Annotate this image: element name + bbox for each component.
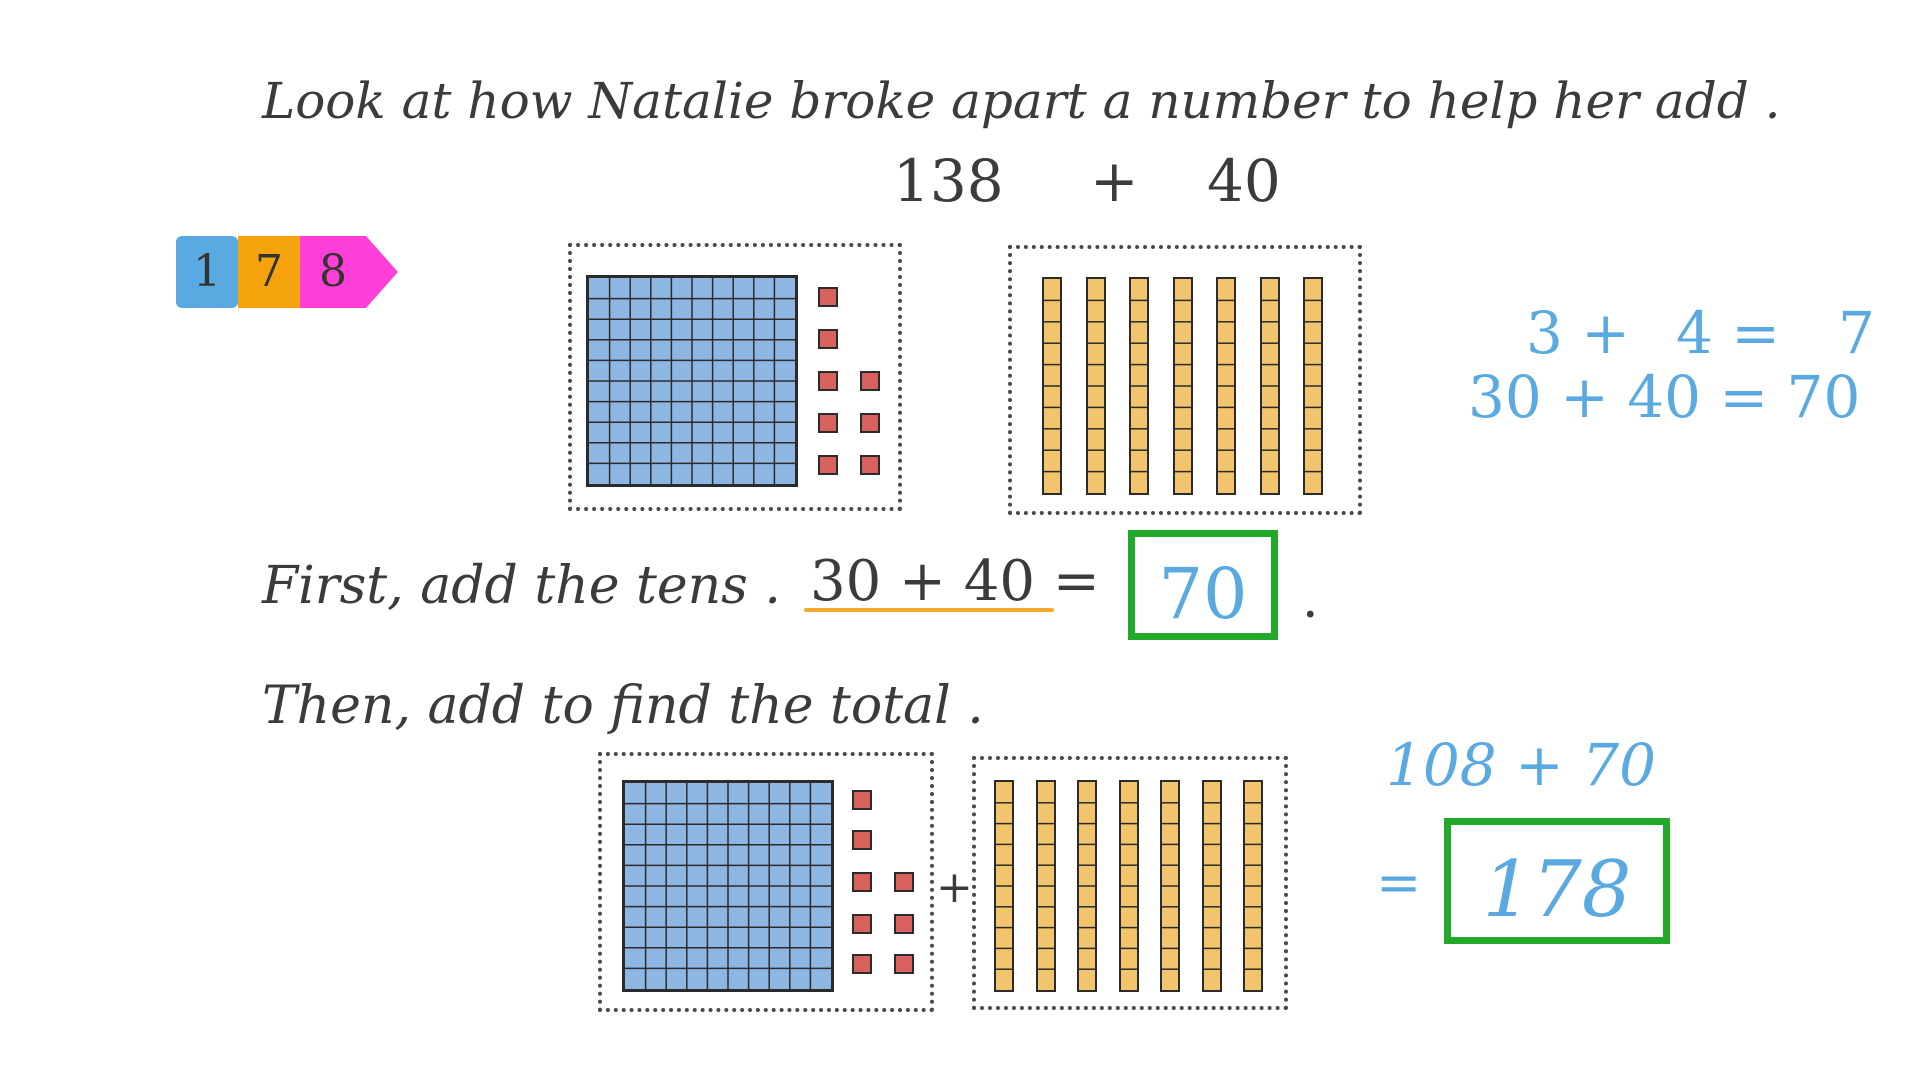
ones-sum: 7: [1838, 299, 1875, 367]
instruction-text: Look at how Natalie broke apart a number…: [262, 72, 1781, 130]
unit-cube: [852, 790, 872, 810]
tag-arrow-shape: [176, 236, 398, 308]
place-value-tag: 1 7 8: [176, 236, 398, 308]
problem-second-number: 40: [1207, 147, 1281, 215]
hundred-flat-grid: [589, 278, 795, 484]
unit-cube: [894, 872, 914, 892]
step1-answer-box: 70: [1128, 530, 1278, 640]
unit-cube: [818, 287, 838, 307]
step1-text: First, add the tens .: [262, 556, 781, 616]
ten-rod: [1160, 780, 1180, 992]
unit-cube: [894, 914, 914, 934]
unit-cube: [852, 872, 872, 892]
ten-rod: [1172, 277, 1193, 495]
blocks-group-108: [598, 752, 934, 1012]
blocks-group-70: [972, 756, 1288, 1010]
plus-sign: +: [936, 862, 973, 913]
final-answer-box: 178: [1444, 818, 1670, 944]
step1-answer: 70: [1158, 553, 1248, 635]
unit-cube: [860, 413, 880, 433]
final-expression: 108 + 70: [1386, 731, 1656, 799]
unit-cube: [818, 413, 838, 433]
step2-text: Then, add to find the total .: [262, 676, 984, 736]
unit-cube: [818, 329, 838, 349]
tag-hundreds-digit: 1: [193, 246, 221, 297]
tens-equation: 30 + 40 = 70: [1468, 363, 1861, 431]
ten-rod: [1042, 277, 1062, 495]
ten-rod: [994, 780, 1014, 992]
tag-ones-digit: 8: [319, 246, 347, 297]
tag-tens-digit: 7: [255, 246, 283, 297]
ten-rod: [1129, 277, 1149, 495]
problem-operator: +: [1090, 147, 1139, 215]
ten-rods-row: [976, 760, 1284, 1006]
ten-rod: [1077, 780, 1097, 992]
ten-rod: [1216, 277, 1236, 495]
unit-cube: [818, 371, 838, 391]
ones-addend-4: 4 =: [1676, 299, 1780, 367]
ten-rod: [1243, 780, 1263, 992]
expression-underline: [804, 608, 1054, 612]
unit-cube: [818, 455, 838, 475]
blocks-group-138: [568, 243, 902, 511]
hundred-flat: [586, 275, 798, 487]
hundred-flat: [622, 780, 834, 992]
ten-rod: [1259, 277, 1280, 495]
ten-rods-row: [1012, 249, 1358, 511]
ten-rod: [1201, 780, 1222, 992]
step1-period: .: [1302, 570, 1319, 630]
final-answer: 178: [1482, 845, 1632, 935]
unit-cube: [894, 954, 914, 974]
ten-rod: [1118, 780, 1139, 992]
ones-addend-3: 3 +: [1526, 299, 1630, 367]
ten-rod: [1303, 277, 1323, 495]
unit-cube: [860, 371, 880, 391]
unit-cube: [852, 914, 872, 934]
unit-cube: [860, 455, 880, 475]
step1-expression: 30 + 40 =: [810, 549, 1100, 614]
unit-cube: [852, 954, 872, 974]
problem-first-number: 138: [893, 147, 1004, 215]
ten-rod: [1035, 780, 1056, 992]
hundred-flat-grid: [625, 783, 831, 989]
final-equals: =: [1376, 851, 1422, 914]
unit-cube: [852, 830, 872, 850]
blocks-group-tens: [1008, 245, 1362, 515]
ten-rod: [1085, 277, 1106, 495]
